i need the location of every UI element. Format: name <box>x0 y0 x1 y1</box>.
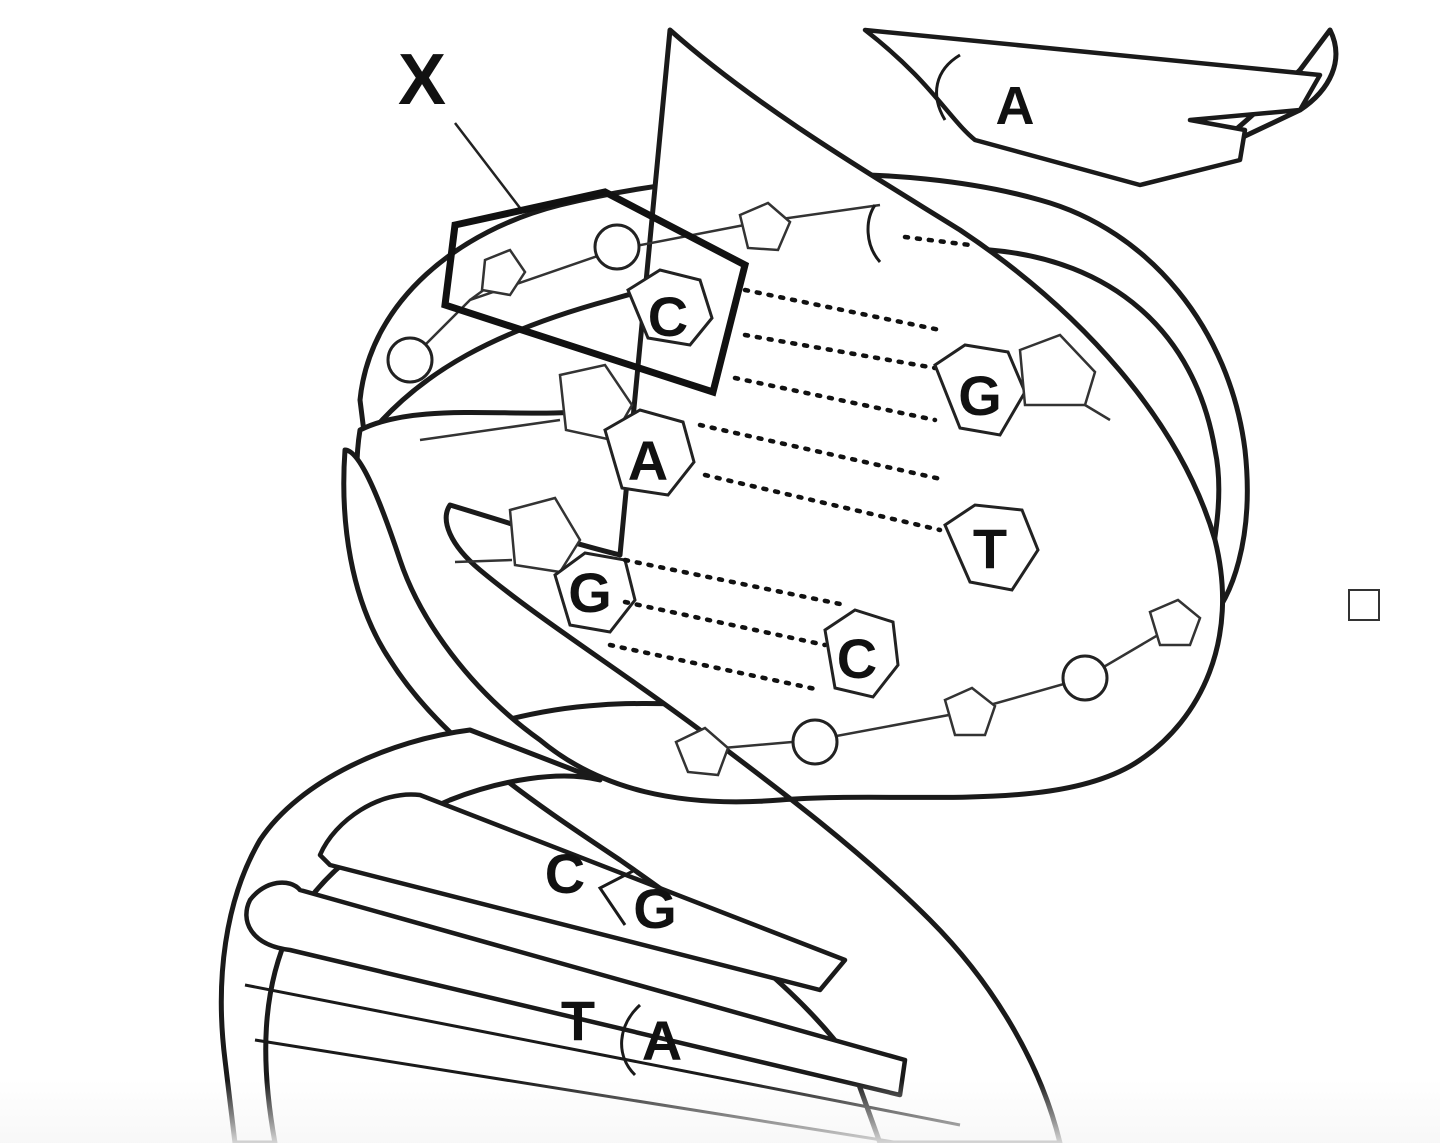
highlight-x-box <box>441 122 750 397</box>
sugar-pentagon <box>674 726 730 777</box>
base-letter-lower1-right: G <box>633 877 677 940</box>
base-letter-pair1-left: C <box>648 285 688 348</box>
bottom-fade <box>0 1080 1440 1143</box>
base-pair-3 <box>454 496 900 699</box>
upper-strand-segment <box>862 27 1339 188</box>
sugar-pentagon <box>1148 598 1202 647</box>
base-pair-1 <box>626 268 1111 437</box>
sugar-pentagon <box>1018 333 1097 407</box>
base-hexagon <box>626 268 714 347</box>
label-x: X <box>398 40 446 120</box>
base-letter-lower2-left: T <box>561 989 595 1052</box>
sugar-pentagon <box>480 248 527 297</box>
base-letter-upper-right: A <box>996 76 1035 136</box>
base-letter-pair2-right: T <box>973 517 1007 580</box>
base-hexagon <box>823 608 900 699</box>
base-hexagon <box>603 408 696 497</box>
base-pair-2 <box>419 363 1040 592</box>
base-letter-pair1-right: G <box>958 364 1002 427</box>
phosphate-circle <box>593 223 641 271</box>
base-letter-lower1-left: C <box>545 842 585 905</box>
base-hexagon <box>553 551 637 634</box>
x-highlight-outline <box>441 188 750 397</box>
sugar-pentagon <box>508 496 582 574</box>
phosphate-circle <box>791 718 839 766</box>
base-letter-pair2-left: A <box>628 429 668 492</box>
sugar-pentagon <box>943 686 997 737</box>
base-letter-pair3-right: C <box>837 627 877 690</box>
base-letter-lower2-right: A <box>642 1009 682 1072</box>
phosphate-circle <box>1061 654 1109 702</box>
base-hexagon <box>943 503 1040 592</box>
lower-backbone <box>674 598 1202 777</box>
phosphate-circle <box>386 336 434 384</box>
sugar-pentagon <box>738 201 792 252</box>
answer-checkbox[interactable] <box>1348 589 1380 621</box>
base-letter-pair3-left: G <box>568 561 612 624</box>
upper-backbone <box>386 201 973 384</box>
leader-line <box>454 122 521 209</box>
